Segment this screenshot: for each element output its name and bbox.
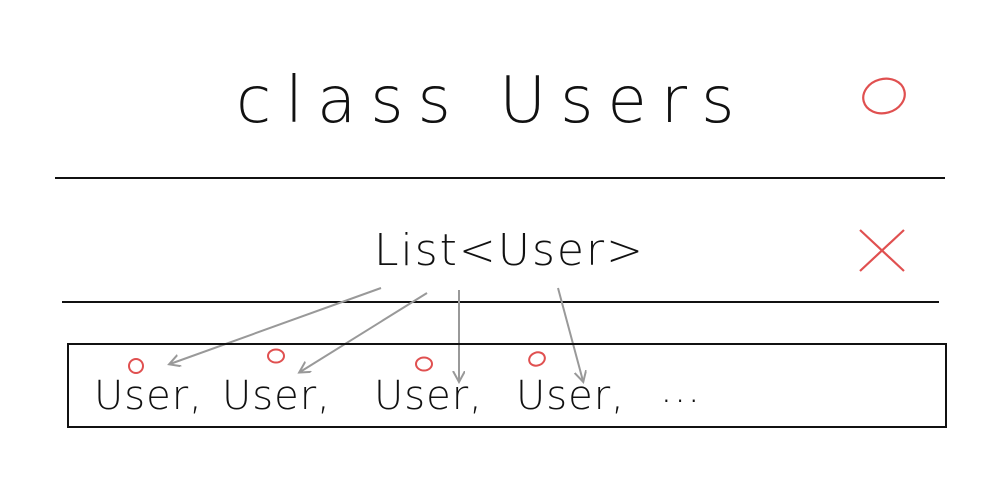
ellipsis: ... bbox=[660, 366, 701, 412]
user-item-2: User, bbox=[222, 373, 331, 419]
circle-mark-icon bbox=[862, 77, 906, 115]
user-item-1: User, bbox=[94, 373, 203, 419]
small-circle-mark-icon bbox=[415, 356, 433, 372]
users-list-box bbox=[67, 343, 947, 428]
arrow-1 bbox=[170, 287, 382, 364]
small-circle-mark-icon bbox=[528, 351, 546, 367]
small-circle-mark-icon bbox=[128, 358, 144, 374]
middle-label: List<User> bbox=[374, 225, 645, 276]
reference-arrows bbox=[170, 287, 583, 381]
arrow-2 bbox=[300, 292, 428, 372]
top-label: class Users bbox=[236, 64, 748, 138]
user-item-3: User, bbox=[374, 373, 483, 419]
small-circle-mark-icon bbox=[267, 348, 285, 364]
arrow-4 bbox=[557, 287, 583, 381]
user-item-4: User, bbox=[516, 373, 625, 419]
cross-mark-icon bbox=[859, 229, 905, 272]
